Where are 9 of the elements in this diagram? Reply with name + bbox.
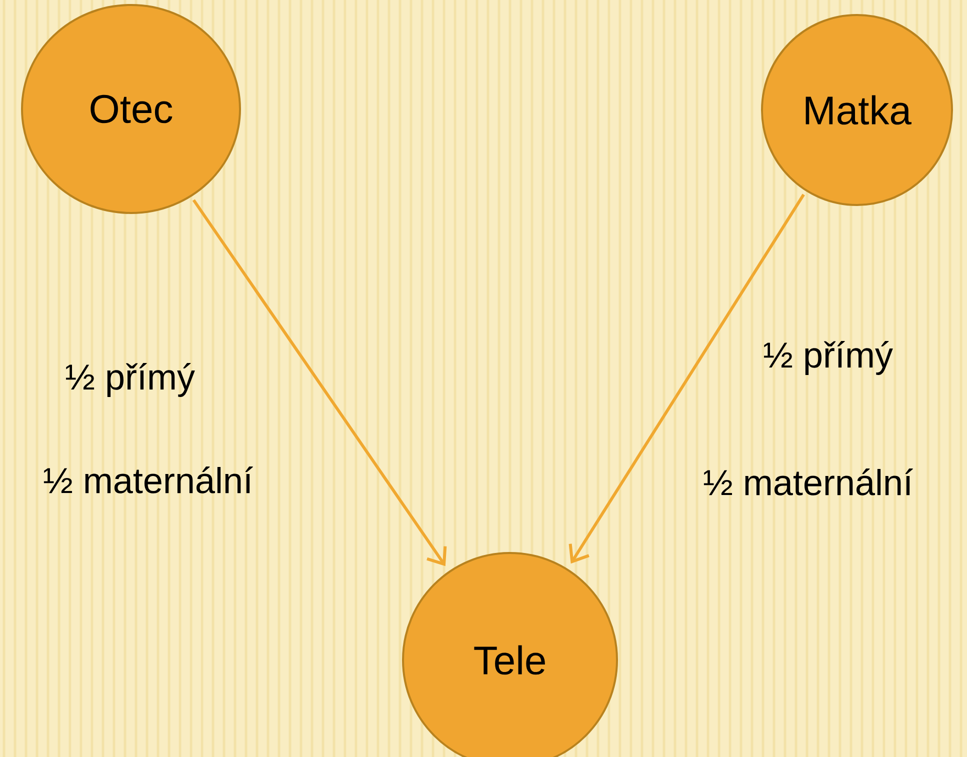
circle-node: Matka <box>761 14 953 206</box>
note-text: ½ přímý <box>764 341 893 375</box>
note-text: ½ maternální <box>704 468 913 496</box>
circle-node: Tele <box>402 552 618 757</box>
arrow <box>568 194 805 564</box>
arrow <box>192 199 447 566</box>
note-text: ½ maternální <box>44 466 253 494</box>
circle-node: Otec <box>21 4 241 214</box>
note-text: ½ přímý <box>66 363 195 397</box>
